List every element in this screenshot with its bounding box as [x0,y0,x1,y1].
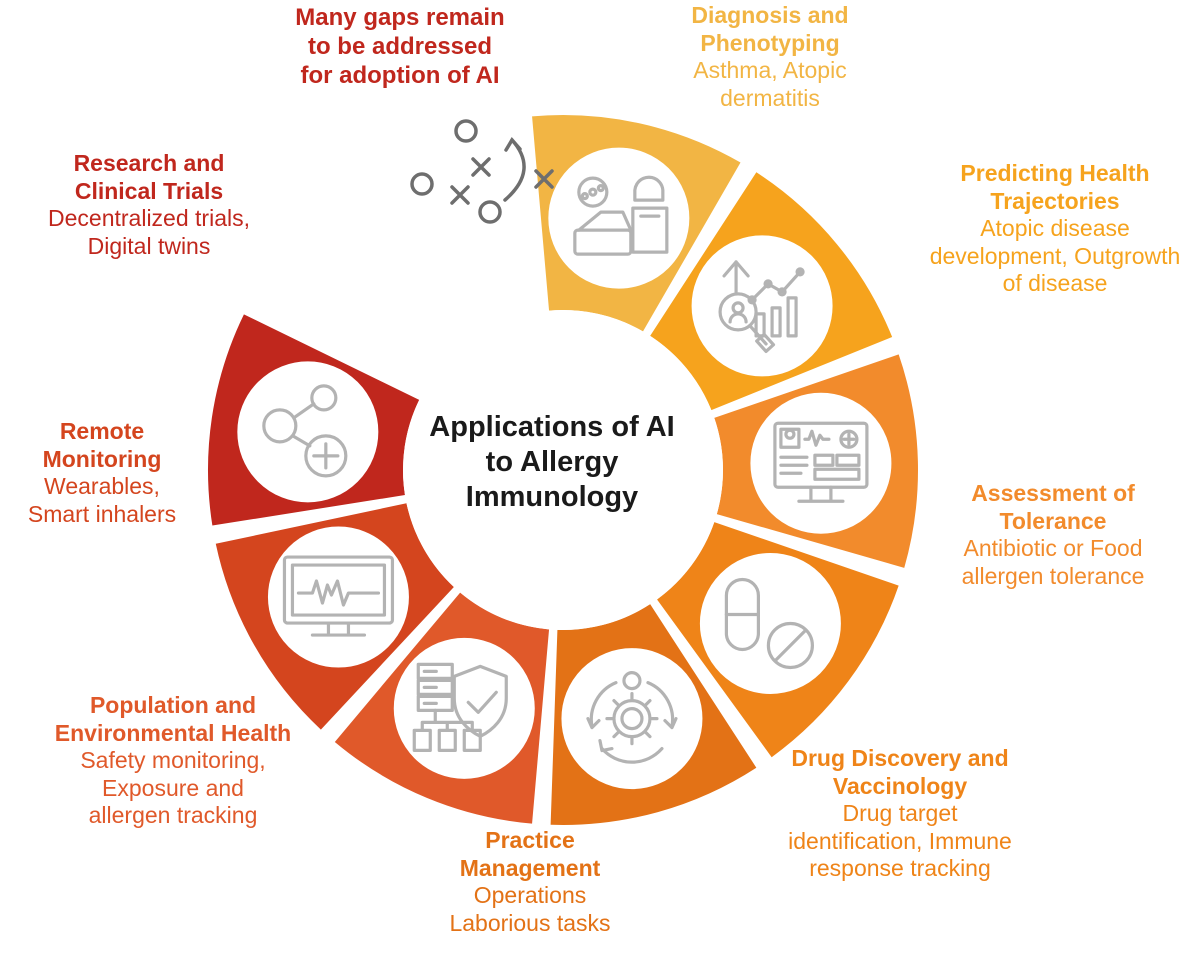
segment-title: Clinical Trials [74,177,224,204]
segment-description: Wearables, [44,473,160,500]
monitor-dashboard-icon [773,421,869,503]
segment-title: Vaccinology [832,772,968,799]
gap-note-line: Many gaps remain [295,4,505,31]
segment-description: Operations [473,882,587,909]
clinician-screen-icon [573,175,669,256]
segment-title: Practice [485,827,575,853]
segment-title: Phenotyping [700,29,840,56]
segment-description: Digital twins [87,232,211,259]
icon-disc [237,361,379,503]
heart-monitor-icon [282,555,395,637]
segment-description: Asthma, Atopic [693,57,847,84]
segment-title: Tolerance [999,507,1107,534]
segment-description: Antibiotic or Food [963,535,1143,562]
gear-cycle-icon [586,671,678,764]
pills-icon [724,577,814,670]
icon-disc [393,637,535,779]
segment-description: Laborious tasks [449,909,611,936]
segment-title: Drug Discovery and [791,745,1009,771]
icon-disc [561,648,703,790]
icon-disc [691,235,833,377]
network-cross-icon [262,384,348,478]
segment-title: Population and [89,692,257,718]
segment-title: Trajectories [990,187,1120,214]
trend-analysis-icon [718,260,805,354]
segment-title: Predicting Health [960,160,1150,186]
segment-description: of disease [1002,270,1108,297]
segment-title: Assessment of [971,480,1135,506]
center-title-line: Applications of AI [429,411,675,443]
segment-description: Drug target [842,800,958,827]
gap-note-line: to be addressed [307,32,493,60]
gap-note: Many gaps remain to be addressed for ado… [230,4,570,90]
icon-disc [750,392,892,534]
segment-title: Monitoring [42,445,162,472]
segment-description: allergen tolerance [961,562,1145,589]
center-title: Applications of AI to Allergy Immunology [392,410,712,514]
segment-description: dermatitis [720,84,820,111]
segment-title: Diagnosis and [691,2,849,28]
segment-description: development, Outgrowth [929,242,1181,269]
server-shield-icon [412,662,508,752]
segment-description: Atopic disease [980,215,1130,242]
icon-disc [699,552,841,694]
center-title-line: Immunology [465,480,639,513]
segment-description: Safety monitoring, [80,747,266,774]
segment-title: Research and [73,150,225,176]
icon-disc [267,526,409,668]
center-title-line: to Allergy [485,445,619,478]
segment-description: Smart inhalers [27,500,177,527]
segment-title: Remote [59,418,145,444]
segment-title: Environmental Health [54,719,292,746]
segment-description: Decentralized trials, [48,205,250,232]
segment-description: response tracking [809,855,991,882]
segment-description: Exposure and [102,774,244,801]
strategy-play-icon [410,119,554,224]
gap-note-line: for adoption of AI [300,61,500,89]
segment-description: identification, Immune [788,827,1012,854]
segment-title: Management [459,854,601,881]
center-disc [403,310,723,630]
segment-description: allergen tracking [88,802,258,829]
